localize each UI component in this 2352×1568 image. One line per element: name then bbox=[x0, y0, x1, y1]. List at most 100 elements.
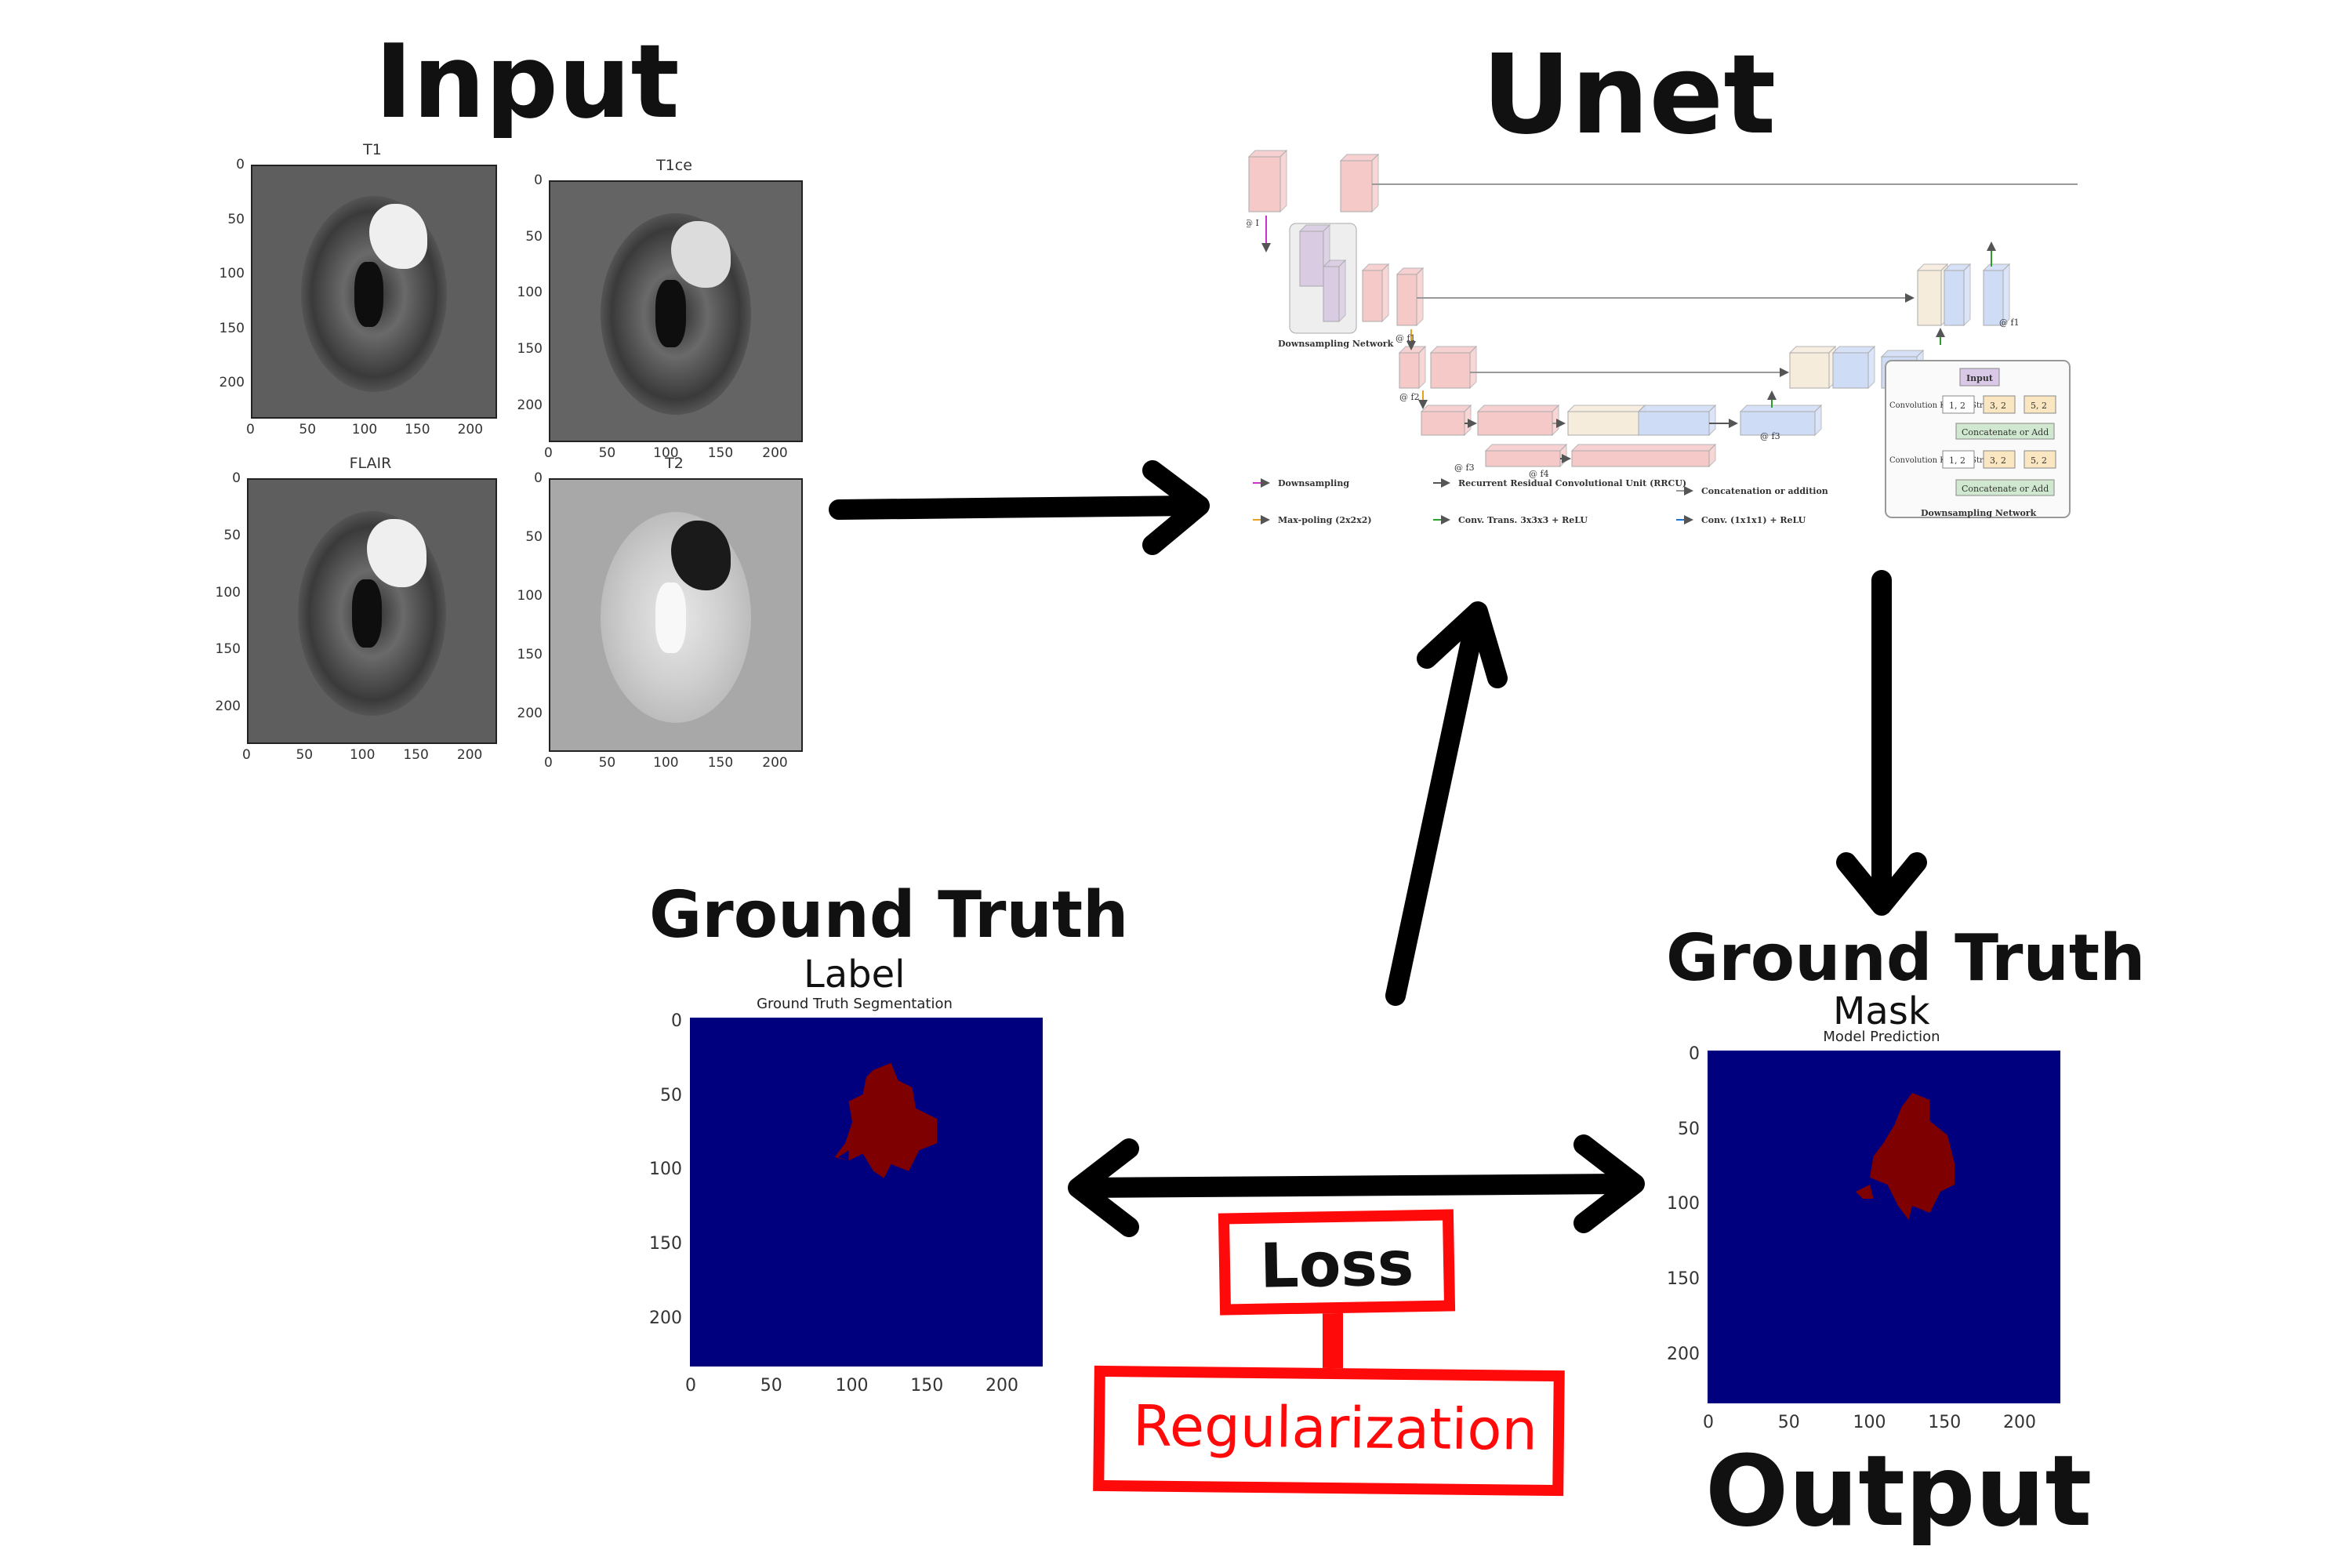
arrow-label-mask-double bbox=[1076, 1174, 1637, 1198]
y-tick-label: 100 bbox=[649, 1160, 682, 1180]
x-tick-label: 200 bbox=[762, 755, 788, 771]
inset-input-label: Input bbox=[1966, 373, 1994, 383]
inset-cell-4: 1, 2 bbox=[1949, 456, 1965, 466]
level-label: @ f3 bbox=[1760, 431, 1780, 441]
loss-label: Loss bbox=[1259, 1229, 1414, 1302]
encoder-block-l3a bbox=[1420, 404, 1472, 437]
x-tick-label: 0 bbox=[246, 422, 255, 437]
legend-label: Conv. (1x1x1) + ReLU bbox=[1701, 515, 1806, 525]
y-tick-label: 200 bbox=[1667, 1344, 1700, 1364]
decoder-block-l1b bbox=[1943, 263, 1972, 327]
y-tick-label: 150 bbox=[1667, 1269, 1700, 1290]
arrow-double-right-head bbox=[1573, 1134, 1645, 1233]
arrow-loss-to-unet bbox=[1385, 617, 1484, 1006]
encoder-block-l0b bbox=[1339, 153, 1380, 213]
x-tick-label: 200 bbox=[762, 445, 788, 461]
arrow-input-to-unet-head bbox=[1142, 460, 1210, 555]
x-tick-label: 150 bbox=[405, 422, 430, 437]
segmentation-image bbox=[1708, 1051, 2060, 1403]
y-tick-label: 100 bbox=[517, 285, 543, 301]
decoder-block-l3b bbox=[1637, 404, 1717, 437]
x-tick-label: 150 bbox=[403, 747, 429, 763]
y-tick-label: 200 bbox=[215, 699, 241, 715]
level-label: @ f1 bbox=[1396, 333, 1416, 343]
downsampling-network-inset: Input Convolution Kernel, Stride 1, 2 3,… bbox=[1885, 360, 2071, 518]
y-tick-label: 0 bbox=[534, 470, 543, 486]
x-tick-label: 200 bbox=[456, 747, 483, 763]
segmentation-image bbox=[690, 1018, 1043, 1367]
x-tick-label: 0 bbox=[544, 755, 553, 771]
y-tick-label: 50 bbox=[525, 228, 543, 245]
y-tick-label: 200 bbox=[517, 706, 543, 721]
gt-label-subheading: Label bbox=[804, 953, 906, 996]
loss-box: Loss bbox=[1218, 1209, 1456, 1316]
legend-label: Max-poling (2x2x2) bbox=[1278, 515, 1372, 525]
ventricles bbox=[354, 261, 384, 327]
y-tick-label: 0 bbox=[534, 172, 543, 188]
x-tick-label: 0 bbox=[544, 445, 553, 461]
ventricles bbox=[655, 583, 686, 653]
mri-panel-title: T2 bbox=[665, 455, 684, 472]
y-tick-label: 200 bbox=[219, 375, 245, 391]
x-tick-label: 50 bbox=[598, 445, 616, 461]
regularization-label: Regularization bbox=[1132, 1392, 1538, 1463]
ventricles bbox=[655, 280, 686, 348]
downsample-block-b bbox=[1322, 259, 1347, 323]
inset-cell-5: 3, 2 bbox=[1990, 456, 2006, 466]
tumor-region bbox=[670, 520, 731, 591]
x-tick-label: 0 bbox=[685, 1376, 696, 1396]
level-label: @ f2 bbox=[1399, 392, 1420, 402]
x-tick-label: 50 bbox=[1777, 1413, 1800, 1432]
decoder-block-l1c bbox=[1982, 263, 2011, 327]
input-heading: Input bbox=[375, 22, 680, 141]
y-tick-label: 50 bbox=[660, 1085, 682, 1105]
x-tick-label: 100 bbox=[1853, 1413, 1886, 1432]
x-tick-label: 150 bbox=[910, 1376, 944, 1396]
unet-architecture-diagram: @ I@ f1@ f2@ f3@ f4@ I@ f1@ f2@ f3 Downs… bbox=[1247, 149, 2078, 525]
unet-connections bbox=[1261, 183, 2078, 463]
y-tick-label: 50 bbox=[227, 211, 245, 227]
inset-concat-label-1: Concatenate or Add bbox=[1962, 427, 2049, 437]
y-tick-label: 150 bbox=[219, 320, 245, 336]
mri-panel-title: T1 bbox=[363, 141, 382, 158]
tumor-region bbox=[367, 519, 426, 588]
encoder-block-l2a bbox=[1398, 345, 1427, 390]
tumor-region bbox=[670, 220, 731, 289]
gt-segmentation-title: Ground Truth Segmentation bbox=[757, 996, 953, 1012]
unet-level-labels: @ I@ f1@ f2@ f3@ f4@ I@ f1@ f2@ f3 bbox=[1247, 218, 2020, 479]
decoder-block-l3c bbox=[1739, 404, 1823, 437]
y-tick-label: 50 bbox=[525, 529, 543, 545]
model-prediction-title: Model Prediction bbox=[1823, 1029, 1940, 1045]
mri-panel-title: T1ce bbox=[656, 157, 692, 174]
legend-label: Recurrent Residual Convolutional Unit (R… bbox=[1458, 478, 1686, 488]
y-tick-label: 200 bbox=[649, 1308, 682, 1328]
tumor-region bbox=[368, 204, 428, 270]
inset-concat-label-2: Concatenate or Add bbox=[1962, 484, 2049, 494]
x-tick-label: 50 bbox=[296, 747, 314, 763]
arrow-double-left-head bbox=[1068, 1138, 1139, 1237]
output-heading: Output bbox=[1705, 1435, 2092, 1548]
x-tick-label: 150 bbox=[707, 755, 734, 771]
gt-mask-subheading: Mask bbox=[1833, 989, 1930, 1033]
y-tick-label: 0 bbox=[1689, 1044, 1700, 1064]
gt-label-heading: Ground Truth bbox=[649, 878, 1129, 953]
mri-image bbox=[549, 180, 803, 442]
bottleneck-b bbox=[1570, 443, 1717, 468]
encoder-block-l0a bbox=[1247, 149, 1288, 213]
y-tick-label: 50 bbox=[1678, 1119, 1700, 1139]
inset-cell-3: 5, 2 bbox=[2031, 401, 2047, 411]
y-tick-label: 150 bbox=[649, 1234, 682, 1254]
y-tick-label: 150 bbox=[517, 647, 543, 662]
encoder-block-l1a bbox=[1361, 263, 1390, 323]
x-tick-label: 100 bbox=[653, 445, 679, 461]
x-tick-label: 50 bbox=[760, 1376, 782, 1396]
gt-mask-heading: Ground Truth bbox=[1666, 921, 2146, 996]
y-tick-label: 0 bbox=[671, 1011, 682, 1031]
legend-label: Downsampling bbox=[1278, 478, 1349, 488]
arrow-input-to-unet bbox=[829, 495, 1202, 520]
decoder-block-l2a bbox=[1788, 345, 1837, 390]
x-tick-label: 100 bbox=[835, 1376, 869, 1396]
